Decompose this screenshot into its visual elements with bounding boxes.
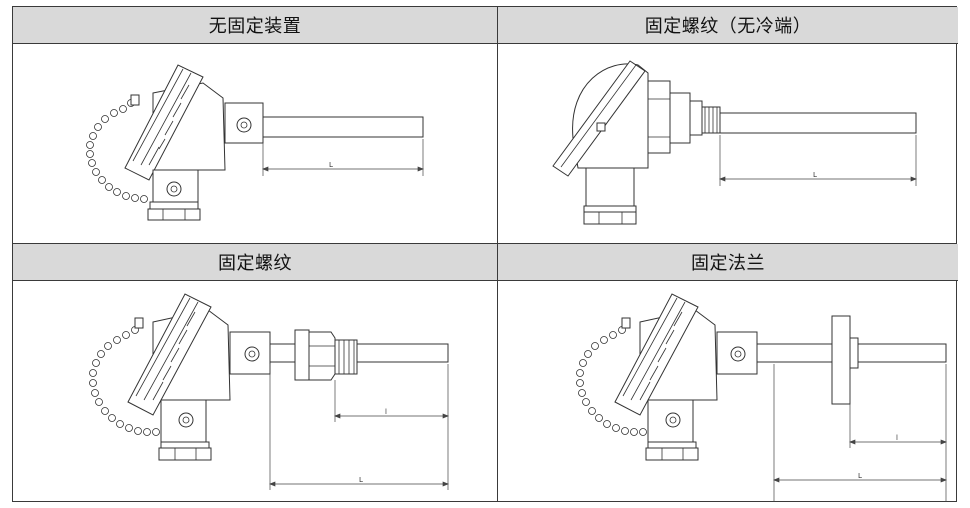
ball-chain xyxy=(86,99,148,203)
dimension-label-L: L xyxy=(858,472,862,480)
flange-plate xyxy=(831,315,851,405)
thread-fitting xyxy=(334,339,358,375)
sheath-tube xyxy=(719,112,917,134)
panel-fixed-flange: 固定法兰 xyxy=(498,244,958,503)
ball-chain xyxy=(89,326,160,436)
cable-outlet xyxy=(585,167,635,207)
panel-title: 固定螺纹（无冷端） xyxy=(498,7,958,44)
gland-nut xyxy=(583,211,637,225)
dimension-label-l: l xyxy=(896,434,898,442)
panel-title: 固定螺纹 xyxy=(13,244,497,281)
panel-fixed-thread: 固定螺纹 xyxy=(13,244,497,503)
table-divider-vertical xyxy=(497,7,498,501)
panel-no-fixing: 无固定装置 xyxy=(13,7,497,243)
gland-nut xyxy=(147,208,201,221)
drawing-table: 无固定装置 xyxy=(12,6,958,503)
panel-fixed-thread-no-cold-end: 固定螺纹（无冷端） xyxy=(498,7,958,243)
sheath-tube xyxy=(262,116,424,138)
hex-nut xyxy=(308,331,336,381)
sensor-drawing-no-fixing: L xyxy=(86,64,424,221)
sensor-drawing-fixed-thread-no-cold-end: L xyxy=(552,60,917,225)
dimension-label-L: L xyxy=(813,171,817,179)
sensor-drawing-fixed-thread: l L xyxy=(89,293,449,490)
panel-title: 固定法兰 xyxy=(498,244,958,281)
gland-nut xyxy=(158,447,212,461)
ball-chain xyxy=(576,326,647,436)
dimension-label-L: L xyxy=(329,161,333,169)
gland-nut xyxy=(645,447,699,461)
dimension-label-l: l xyxy=(385,408,387,416)
sensor-drawing-fixed-flange: l L xyxy=(576,293,947,502)
dimension-label-L: L xyxy=(359,476,363,484)
panel-title: 无固定装置 xyxy=(13,7,497,44)
table-divider-horizontal xyxy=(13,243,956,244)
